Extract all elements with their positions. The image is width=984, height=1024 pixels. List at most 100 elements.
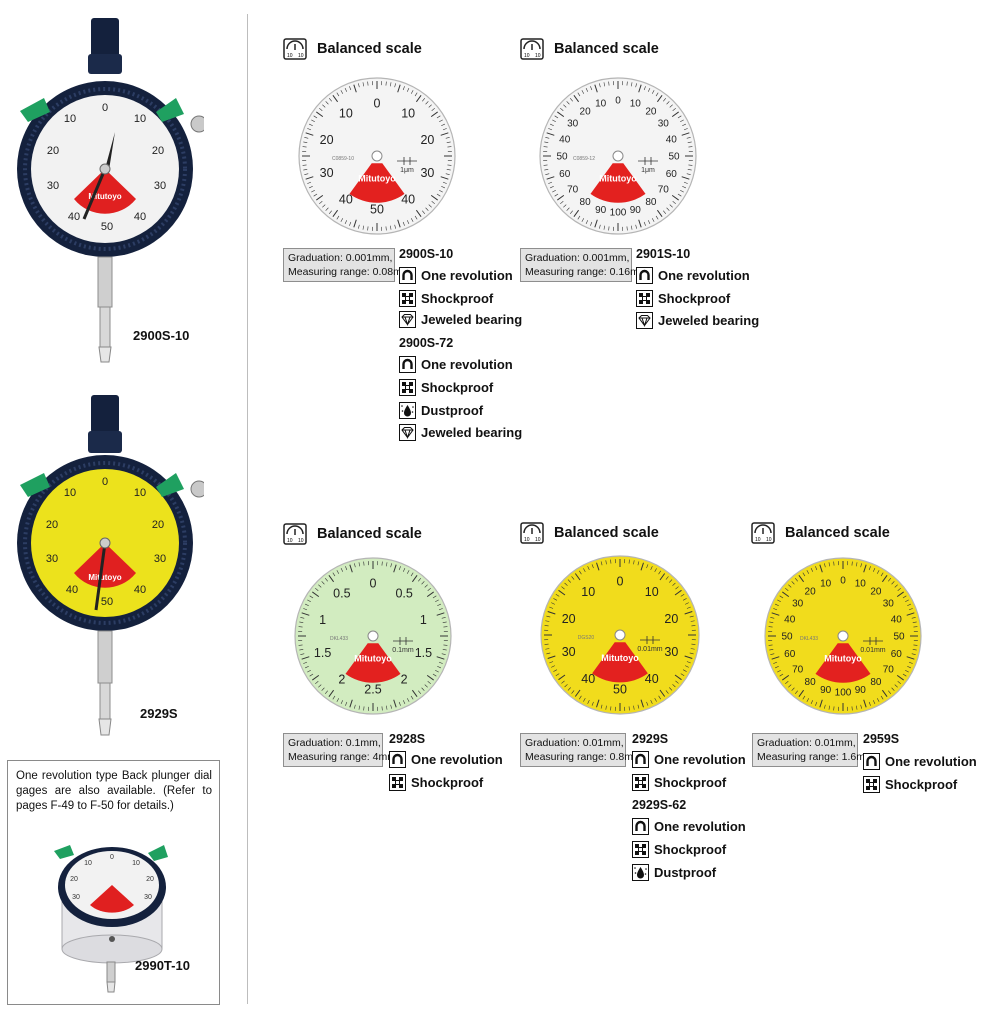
spec-box-2901s-10: Graduation: 0.001mm, Measuring range: 0.… [520,248,648,282]
dial-number: 70 [567,185,579,196]
feature-label: Shockproof [654,775,727,790]
dial-code: DKL433 [800,636,818,642]
dial-tick [690,648,695,650]
dial-tick [325,207,329,211]
dial-tick [876,570,880,574]
dial-number: 20 [562,612,576,626]
dial-tick [544,141,549,143]
dial-tick [349,564,353,573]
dial-tick [411,689,418,697]
dial-tick [307,181,312,184]
shockproof-icon [636,290,653,307]
dial-number: 90 [855,685,867,696]
dial-tick [646,564,649,569]
dial-tick [685,602,689,605]
dial-tick [681,132,690,136]
one-revolution-icon [632,751,649,768]
dial-tick [896,674,904,681]
one-revolution-icon [389,751,406,768]
dial-tick [770,617,775,619]
dial-tick [600,704,603,709]
dial-tick [573,95,580,103]
dial-tick [446,169,451,171]
brand-text: Mitutoyo [354,654,392,664]
dial-tick [545,173,550,175]
dial-tick [307,128,312,131]
dial-tick [907,665,911,669]
dial-tick [414,92,418,97]
svg-text:0: 0 [110,854,114,861]
dial-tick [577,92,581,97]
unit-marker [393,637,413,645]
svg-text:10: 10 [755,537,761,543]
dial-tick [646,701,649,706]
dial-tick [426,674,434,681]
svg-text:10: 10 [524,53,530,59]
dial-tick [298,644,303,646]
dial-tick [430,194,438,201]
dial-tick [782,591,790,598]
svg-text:Mitutoyo: Mitutoyo [88,573,121,582]
jewel-icon [399,424,416,441]
dial-tick [654,697,657,702]
dial-tick [435,669,439,673]
unit-marker [638,157,658,165]
dial-tick [321,581,325,585]
dial-tick [432,673,437,677]
svg-text:30: 30 [154,553,166,565]
dial-tick [567,579,571,583]
model-2929s: 2929S [632,732,669,746]
dial-number: 2 [401,672,408,686]
dial-number: 30 [420,166,434,180]
dial-tick [353,219,357,228]
feature-label: Dustproof [654,865,717,880]
dial-number: 1.5 [415,646,432,660]
feature-dustproof: Dustproof [632,864,716,881]
dial-number: 50 [893,632,905,643]
dial-tick [782,674,790,681]
dial-tick [548,128,553,131]
dial-tick [551,665,555,668]
svg-text:20: 20 [146,876,154,883]
dial-number: 40 [339,192,353,206]
dial-tick [312,674,320,681]
dial-tick [608,226,610,231]
dial-tick [833,561,835,566]
dial-number: 30 [567,119,579,130]
spec-box-2959s: Graduation: 0.01mm, Measuring range: 1.6… [752,733,874,767]
dial-tick [564,684,568,688]
dial-tick [443,626,448,628]
dial-tick [635,83,637,88]
dial-tick [872,700,876,704]
dial-tick [410,695,414,700]
dial-tick [447,164,452,166]
dial-code: C0859-12 [573,156,595,162]
dial-tick [345,566,348,571]
dial-tick [574,689,581,697]
dial-tick [381,561,383,566]
dial-tick [398,566,401,571]
dial-tick [394,83,396,88]
dial-tick [561,586,565,590]
photo-label-2929s: 2929S [140,706,178,721]
dial-number: 90 [630,205,642,216]
dial-tick [894,684,898,688]
dial-tick [631,225,633,230]
dial-tick [305,603,309,607]
note-box: One revolution type Back plunger dial ga… [7,760,220,1005]
dial-tick [785,587,789,591]
dial-tick [564,582,568,586]
graduation-text: Graduation: 0.001mm, [288,252,393,264]
spec-box-2928s: Graduation: 0.1mm, Measuring range: 4mm [283,733,396,767]
dial-tick [300,653,305,655]
dial-tick [442,649,447,651]
dial-tick [313,193,318,197]
dial-tick [436,193,441,197]
dial-tick [363,561,365,566]
dial-tick [546,176,555,180]
